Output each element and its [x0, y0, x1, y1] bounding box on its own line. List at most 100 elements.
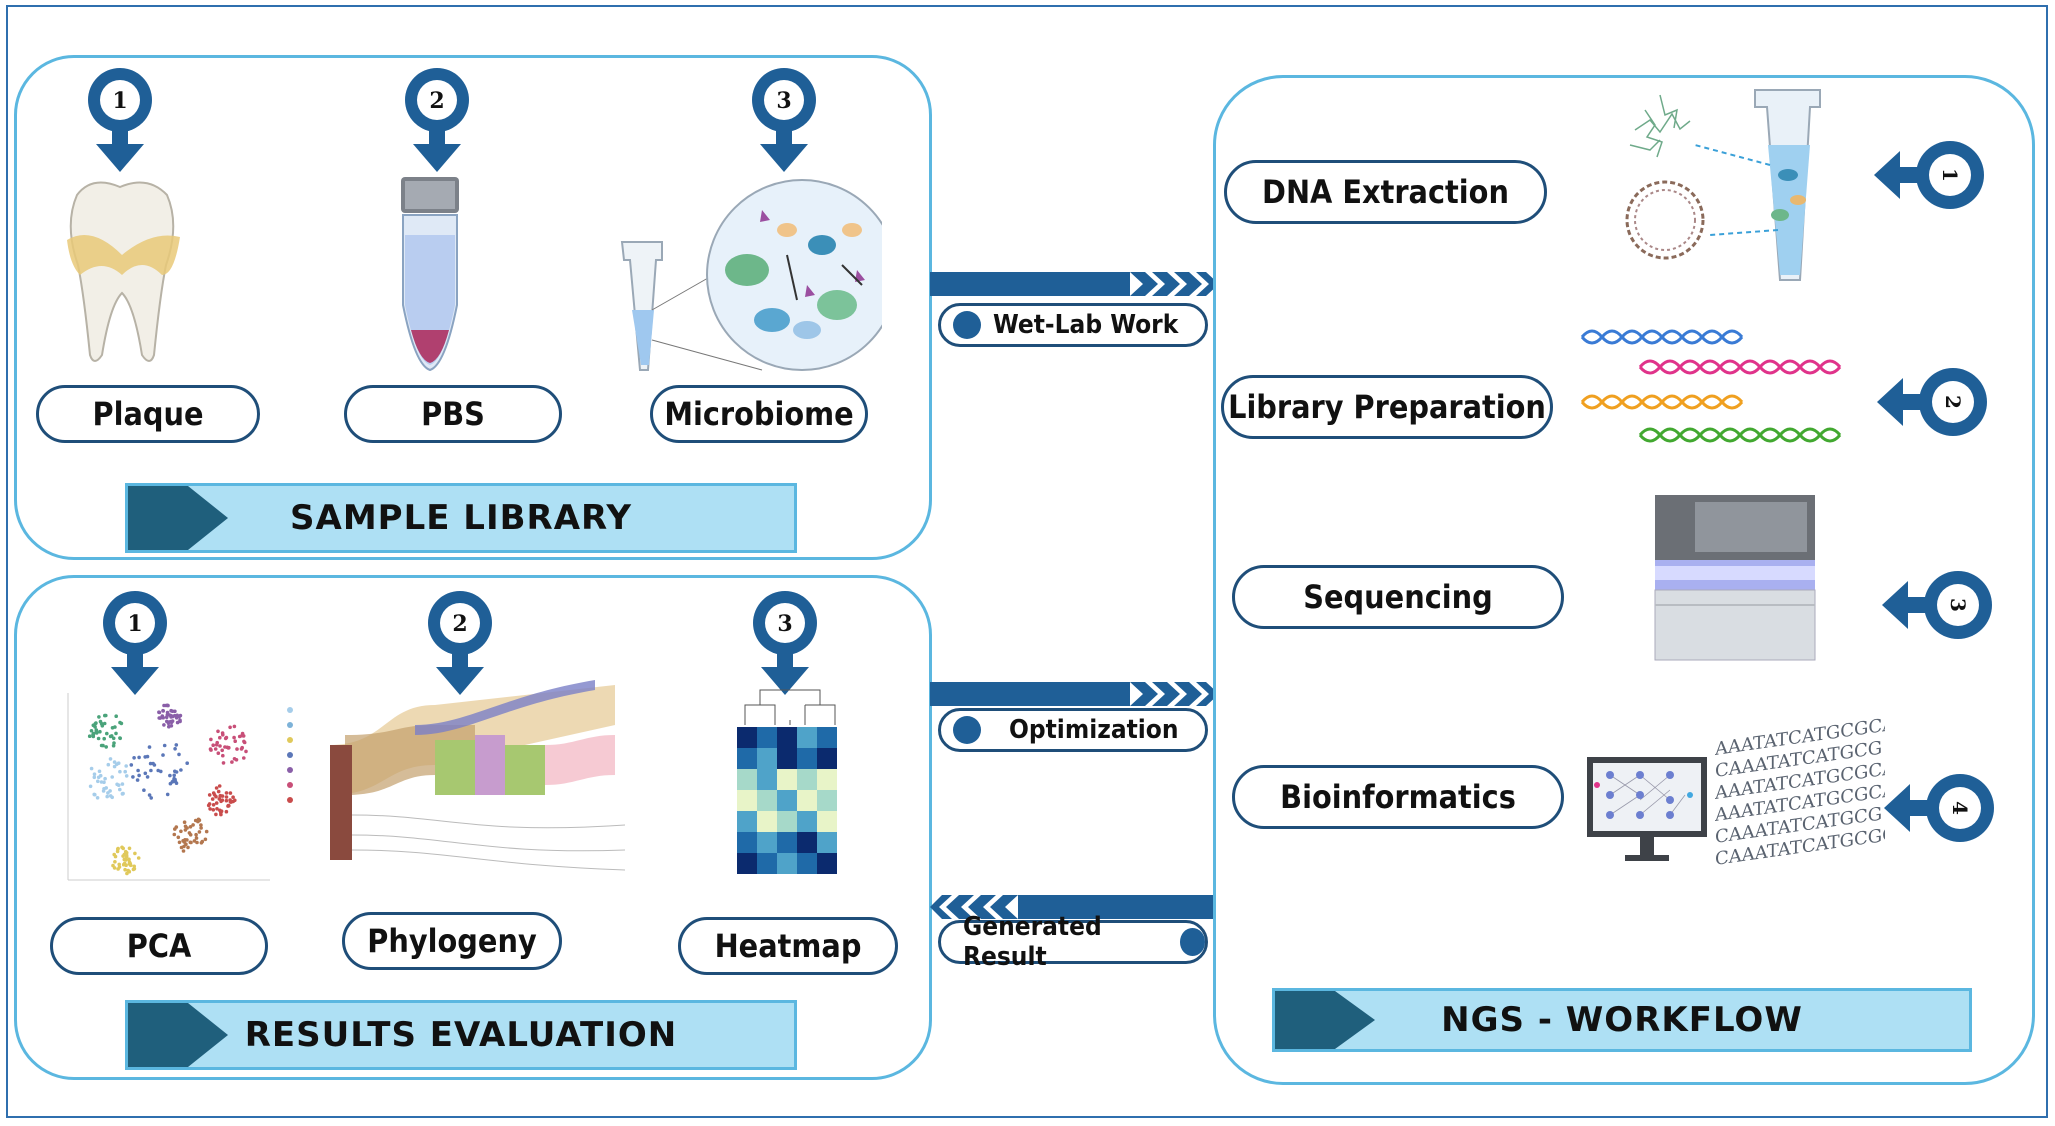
pca-point — [149, 796, 153, 800]
pca-point — [105, 794, 109, 799]
pca-point — [106, 762, 111, 767]
pca-point — [240, 733, 244, 738]
heatmap-cell — [757, 853, 777, 874]
pca-point — [183, 828, 188, 832]
heatmap-cell — [777, 748, 797, 769]
heatmap-cell — [817, 811, 837, 832]
pca-point — [220, 798, 225, 802]
result-step-2-number: 2 — [452, 611, 467, 637]
heatmap-cell — [777, 811, 797, 832]
pca-point — [92, 775, 97, 780]
heatmap-cell — [797, 727, 817, 748]
pca-point — [179, 829, 183, 834]
pca-point — [169, 724, 174, 728]
pca-point — [203, 837, 208, 842]
heatmap-cell — [817, 853, 837, 874]
pca-point — [194, 836, 199, 840]
pca-point — [220, 794, 225, 798]
heatmap-cell — [737, 832, 757, 853]
pca-point — [101, 743, 105, 748]
pca-point — [124, 774, 129, 778]
pca-point — [147, 793, 152, 797]
pca-point — [112, 741, 116, 745]
pin-marker-icon: 1 — [88, 68, 152, 172]
pca-point — [162, 743, 167, 748]
side-marker-icon: 3 — [1882, 571, 1992, 639]
heatmap-cell — [757, 811, 777, 832]
pca-point — [166, 703, 170, 708]
sample-library-banner: SAMPLE LIBRARY — [125, 483, 797, 553]
pca-point — [185, 761, 189, 765]
sample-library-title: SAMPLE LIBRARY — [290, 498, 632, 538]
pca-point — [168, 781, 173, 786]
pca-point — [123, 849, 128, 854]
pca-point — [235, 747, 239, 751]
pca-point — [118, 769, 122, 774]
heatmap-cell — [777, 727, 797, 748]
pca-point — [218, 735, 222, 740]
dna-extraction-label: DNA Extraction — [1224, 160, 1547, 224]
pca-point — [224, 795, 229, 799]
pca-point — [178, 718, 182, 722]
heatmap-cell — [737, 811, 757, 832]
pca-point — [148, 761, 153, 766]
pca-point — [101, 789, 106, 793]
pca-point — [124, 854, 129, 859]
dna-extraction-icon — [1625, 89, 1821, 281]
pca-point — [224, 809, 229, 814]
pca-point — [210, 797, 215, 801]
side-marker-icon: 4 — [1884, 774, 1994, 842]
pca-point — [221, 753, 225, 758]
heatmap-cell — [757, 748, 777, 769]
pca-point — [137, 755, 141, 760]
pca-label: PCA — [50, 917, 268, 975]
dot-icon — [953, 716, 981, 744]
pca-point — [99, 780, 104, 784]
microbiome-label: Microbiome — [650, 385, 868, 443]
microbiome-icon — [620, 179, 882, 371]
heatmap-cell — [777, 790, 797, 811]
pca-point — [216, 789, 221, 794]
pca-point — [92, 772, 97, 776]
pca-point — [108, 734, 113, 739]
pca-point — [214, 794, 218, 799]
ngs-workflow-banner: NGS - WORKFLOW — [1272, 988, 1972, 1052]
phylogeny-sankey-thumbnail — [330, 680, 626, 871]
optimization-label: Optimization — [1009, 715, 1179, 745]
pca-point — [233, 739, 237, 743]
pca-point — [207, 793, 212, 797]
generated-result-label: Generated Result — [963, 912, 1102, 972]
pca-point — [211, 791, 216, 795]
heatmap-cell — [777, 853, 797, 874]
pca-point — [211, 743, 215, 747]
pca-point — [152, 763, 157, 767]
pca-point — [174, 781, 179, 785]
pca-point — [209, 737, 213, 742]
heatmap-cell — [797, 811, 817, 832]
heatmap-cell — [737, 748, 757, 769]
pca-point — [98, 729, 102, 734]
pca-point — [114, 731, 118, 736]
pca-point — [213, 747, 218, 751]
pca-point — [230, 760, 234, 764]
wet-lab-work-label: Wet-Lab Work — [993, 310, 1179, 340]
pca-point — [143, 771, 148, 776]
pin-marker-icon: 1 — [103, 591, 167, 695]
outer-frame — [6, 5, 2048, 1118]
pca-point — [231, 795, 235, 799]
pca-point — [147, 745, 152, 749]
pca-point — [114, 714, 118, 718]
sequencer-machine-icon — [1654, 495, 1816, 661]
heatmap-thumbnail — [737, 689, 837, 874]
pca-point — [214, 786, 219, 790]
pca-point — [112, 764, 117, 769]
pca-point — [211, 803, 216, 807]
tooth-icon — [67, 181, 180, 362]
pca-point — [165, 710, 170, 715]
ngs-workflow-title: NGS - WORKFLOW — [1441, 1000, 1803, 1040]
pca-point — [111, 736, 116, 741]
pca-point — [93, 725, 97, 729]
pca-point — [113, 725, 117, 729]
pca-point — [133, 851, 137, 856]
results-evaluation-title: RESULTS EVALUATION — [244, 1015, 678, 1055]
